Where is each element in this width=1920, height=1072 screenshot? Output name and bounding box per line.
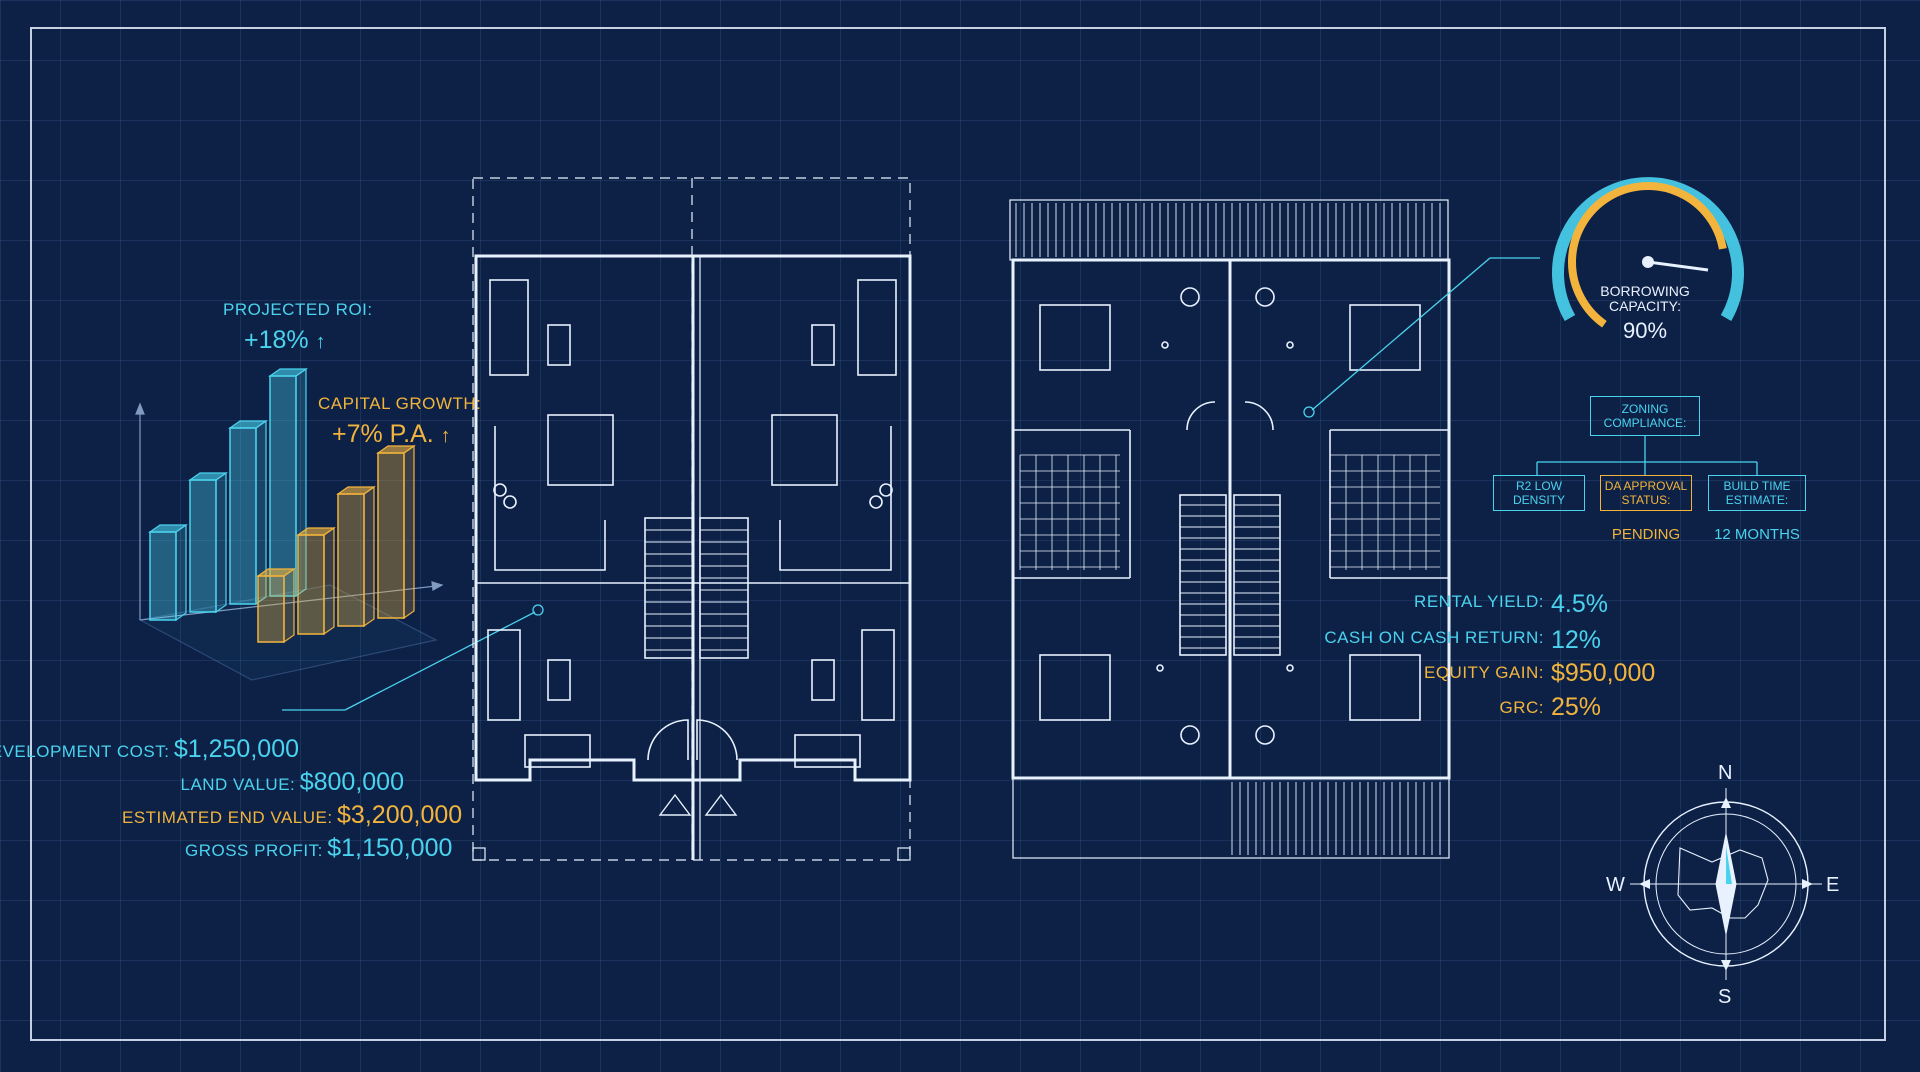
compass-west-label: W bbox=[1606, 874, 1625, 896]
first-floor-plan bbox=[1009, 199, 1451, 859]
callout-line-right bbox=[1311, 257, 1491, 411]
financial-value: $3,200,000 bbox=[337, 801, 463, 829]
gauge-hub bbox=[1642, 256, 1654, 268]
chart-bars bbox=[148, 367, 416, 644]
gauge-label-line2: CAPACITY: bbox=[1608, 298, 1682, 314]
bathroom-tiles bbox=[1019, 454, 1440, 570]
financial-label: DEVELOPMENT COST: bbox=[0, 742, 170, 761]
financial-value: $800,000 bbox=[299, 768, 404, 796]
compass-east-label: E bbox=[1826, 874, 1840, 896]
roi-value: +18% bbox=[244, 326, 309, 354]
build-time-value: 12 MONTHS bbox=[1714, 526, 1800, 543]
return-value-rental-yield: 4.5% bbox=[1551, 590, 1608, 618]
roi-label: PROJECTED ROI: bbox=[223, 300, 373, 319]
zoning-compliance-box: ZONING COMPLIANCE: bbox=[1590, 396, 1700, 436]
chart-bar-cyan-4 bbox=[268, 367, 308, 598]
return-label: EQUITY GAIN: bbox=[1424, 663, 1544, 682]
chart-bar-gold-4 bbox=[376, 444, 416, 620]
chart-axes bbox=[135, 402, 444, 681]
financial-row-end-value: ESTIMATED END VALUE: $3,200,000 bbox=[122, 801, 462, 830]
compass-south-label: S bbox=[1718, 986, 1732, 1008]
roi-arrow-icon: ↑ bbox=[315, 331, 326, 353]
financial-value: $1,250,000 bbox=[173, 735, 299, 763]
financial-value: $1,150,000 bbox=[327, 834, 453, 862]
return-value-equity-gain: $950,000 bbox=[1551, 659, 1656, 687]
map-outline-icon bbox=[1677, 847, 1769, 919]
financial-row-development-cost: DEVELOPMENT COST: $1,250,000 bbox=[0, 735, 299, 764]
zoning-r2-box: R2 LOW DENSITY bbox=[1493, 475, 1585, 511]
capital-growth-value: +7% P.A. bbox=[332, 420, 434, 448]
return-row-label: EQUITY GAIN: bbox=[1424, 663, 1544, 683]
chart-bar-cyan-1 bbox=[148, 523, 188, 622]
balcony-top bbox=[1015, 203, 1441, 257]
callout-dot-left bbox=[532, 604, 544, 616]
da-status-value: PENDING bbox=[1611, 526, 1681, 543]
chart-bar-gold-2 bbox=[296, 526, 336, 636]
balcony-bottom bbox=[1231, 782, 1441, 855]
gauge-level-arc bbox=[1568, 182, 1727, 328]
financial-label: ESTIMATED END VALUE: bbox=[122, 808, 333, 827]
return-value-grc: 25% bbox=[1551, 693, 1602, 721]
compass-north-label: N bbox=[1718, 762, 1733, 784]
zoning-build-time-box: BUILD TIME ESTIMATE: bbox=[1708, 475, 1806, 511]
callout-dot-right bbox=[1303, 406, 1315, 418]
return-row-label: GRC: bbox=[1500, 698, 1545, 718]
first-floor-stairs bbox=[1180, 504, 1280, 649]
gauge-value: 90% bbox=[1622, 318, 1668, 343]
gauge-label-line1: BORROWING bbox=[1600, 283, 1690, 299]
financial-row-land-value: LAND VALUE: $800,000 bbox=[180, 768, 404, 797]
return-label: GRC: bbox=[1499, 698, 1544, 717]
gauge-label: BORROWING CAPACITY: bbox=[1600, 284, 1690, 314]
zoning-da-status-box: DA APPROVAL STATUS: bbox=[1600, 475, 1692, 511]
return-label: CASH ON CASH RETURN: bbox=[1324, 628, 1544, 647]
chart-bar-cyan-3 bbox=[228, 419, 268, 606]
financial-row-gross-profit: GROSS PROFIT: $1,150,000 bbox=[185, 834, 452, 863]
capital-growth-arrow-icon: ↑ bbox=[440, 425, 451, 447]
chart-bar-gold-3 bbox=[336, 485, 376, 628]
chart-bar-cyan-2 bbox=[188, 471, 228, 614]
return-value-cash-on-cash: 12% bbox=[1551, 626, 1602, 654]
blueprint-frame bbox=[30, 27, 1886, 1041]
financial-label: LAND VALUE: bbox=[180, 775, 296, 794]
return-row-label: CASH ON CASH RETURN: bbox=[1324, 628, 1544, 648]
return-row-label: RENTAL YIELD: bbox=[1414, 592, 1544, 612]
capital-growth-value-row: +7% P.A. ↑ bbox=[332, 420, 451, 449]
chart-bar-gold-1 bbox=[256, 567, 296, 644]
gauge-needle bbox=[1647, 260, 1709, 272]
financial-label: GROSS PROFIT: bbox=[185, 841, 323, 860]
roi-value-row: +18% ↑ bbox=[244, 326, 326, 355]
return-label: RENTAL YIELD: bbox=[1414, 592, 1544, 611]
ground-floor-plan bbox=[472, 177, 912, 861]
callout-line-left bbox=[344, 611, 536, 711]
capital-growth-label: CAPITAL GROWTH: bbox=[318, 394, 482, 413]
